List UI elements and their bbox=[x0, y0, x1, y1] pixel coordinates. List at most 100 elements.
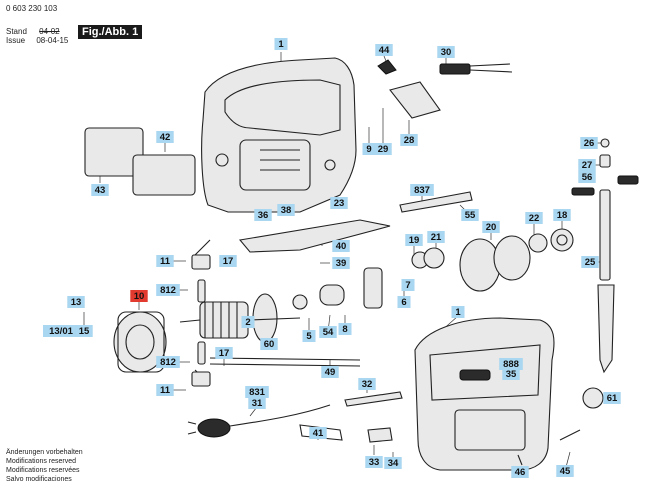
issue-line: Issue 08-04-15 bbox=[6, 36, 68, 45]
callout-box bbox=[553, 209, 571, 221]
callout-box bbox=[130, 290, 148, 302]
callout-box bbox=[499, 358, 523, 370]
callout-c35: 35 bbox=[502, 368, 520, 380]
callout-c6: 6 bbox=[397, 296, 411, 308]
callout-label: 25 bbox=[585, 257, 596, 268]
callout-c49: 49 bbox=[321, 366, 339, 378]
callout-c41: 41 bbox=[309, 427, 327, 439]
callout-label: 17 bbox=[223, 256, 234, 267]
callout-c812b: 812 bbox=[156, 356, 180, 368]
callout-label: 1 bbox=[278, 39, 284, 50]
callout-label: 31 bbox=[252, 398, 263, 409]
callout-c15: 15 bbox=[75, 325, 93, 337]
callout-box bbox=[358, 378, 376, 390]
callout-c19: 19 bbox=[405, 234, 423, 246]
callout-label: 10 bbox=[134, 291, 145, 302]
callout-box bbox=[580, 137, 598, 149]
callout-c5: 5 bbox=[302, 330, 316, 342]
callout-label: 43 bbox=[95, 185, 106, 196]
callout-box bbox=[603, 392, 621, 404]
callout-box bbox=[156, 356, 180, 368]
callout-c30: 30 bbox=[437, 46, 455, 58]
callout-box bbox=[410, 184, 434, 196]
callout-c2: 2 bbox=[241, 316, 255, 328]
callout-box bbox=[241, 316, 255, 328]
callout-c36: 36 bbox=[254, 209, 272, 221]
callout-c17a: 17 bbox=[219, 255, 237, 267]
callout-label: 13/01 bbox=[49, 326, 73, 337]
callout-box bbox=[67, 296, 85, 308]
callout-box bbox=[156, 384, 174, 396]
callout-box bbox=[525, 212, 543, 224]
callout-c54: 54 bbox=[319, 326, 337, 338]
callout-label: 55 bbox=[465, 210, 476, 221]
callout-box bbox=[581, 256, 599, 268]
footer-line-4: Salvo modificaciones bbox=[6, 476, 72, 483]
callout-c42: 42 bbox=[156, 131, 174, 143]
callout-label: 888 bbox=[503, 359, 519, 370]
small-parts bbox=[191, 239, 604, 466]
callout-box bbox=[578, 171, 596, 183]
callout-box bbox=[511, 466, 529, 478]
callout-c46: 46 bbox=[511, 466, 529, 478]
callout-c26: 26 bbox=[580, 137, 598, 149]
callout-label: 837 bbox=[414, 185, 430, 196]
callout-label: 1 bbox=[455, 307, 461, 318]
callout-c61: 61 bbox=[603, 392, 621, 404]
callout-box bbox=[384, 457, 402, 469]
callout-label: 33 bbox=[369, 457, 380, 468]
gear-parts bbox=[411, 228, 574, 292]
callout-c23: 23 bbox=[330, 197, 348, 209]
callout-label: 39 bbox=[336, 258, 347, 269]
callout-label: 18 bbox=[557, 210, 568, 221]
plunger bbox=[571, 138, 639, 374]
callout-c44: 44 bbox=[375, 44, 393, 56]
callout-label: 15 bbox=[79, 326, 90, 337]
callout-box bbox=[332, 240, 350, 252]
lower-housing bbox=[414, 317, 555, 471]
callout-label: 44 bbox=[379, 45, 390, 56]
callout-c888: 888 bbox=[499, 358, 523, 370]
callout-c31: 31 bbox=[248, 397, 266, 409]
callout-box bbox=[482, 221, 500, 233]
callout-c21: 21 bbox=[427, 231, 445, 243]
callout-box bbox=[319, 326, 337, 338]
callout-label: 30 bbox=[441, 47, 452, 58]
callout-box bbox=[309, 427, 327, 439]
callout-box bbox=[254, 209, 272, 221]
callout-c43: 43 bbox=[91, 184, 109, 196]
callout-label: 11 bbox=[160, 385, 171, 396]
callout-label: 28 bbox=[404, 135, 415, 146]
callout-box bbox=[397, 296, 411, 308]
callout-label: 54 bbox=[323, 327, 334, 338]
motor-field bbox=[113, 311, 167, 373]
callout-label: 812 bbox=[160, 357, 176, 368]
callout-label: 60 bbox=[264, 339, 275, 350]
callout-box bbox=[578, 159, 596, 171]
callout-box bbox=[502, 368, 520, 380]
callout-box bbox=[75, 325, 93, 337]
callout-box bbox=[321, 366, 339, 378]
callout-box bbox=[91, 184, 109, 196]
callout-label: 20 bbox=[486, 222, 497, 233]
callout-box bbox=[248, 397, 266, 409]
callout-c27: 27 bbox=[578, 159, 596, 171]
old-date: 04-02 bbox=[39, 27, 60, 36]
callout-c831: 831 bbox=[245, 386, 269, 398]
callout-label: 29 bbox=[378, 144, 389, 155]
callout-label: 32 bbox=[362, 379, 373, 390]
callout-c25: 25 bbox=[581, 256, 599, 268]
callout-label: 22 bbox=[529, 213, 540, 224]
callout-box bbox=[362, 143, 376, 155]
callout-c32: 32 bbox=[358, 378, 376, 390]
callout-c38: 38 bbox=[277, 204, 295, 216]
callout-c812a: 812 bbox=[156, 284, 180, 296]
callout-label: 5 bbox=[306, 331, 312, 342]
callout-c60: 60 bbox=[260, 338, 278, 350]
callout-label: 6 bbox=[401, 297, 406, 308]
callout-label: 17 bbox=[219, 348, 230, 359]
callout-c56: 56 bbox=[578, 171, 596, 183]
base-parts bbox=[84, 127, 473, 253]
callout-label: 49 bbox=[325, 367, 336, 378]
